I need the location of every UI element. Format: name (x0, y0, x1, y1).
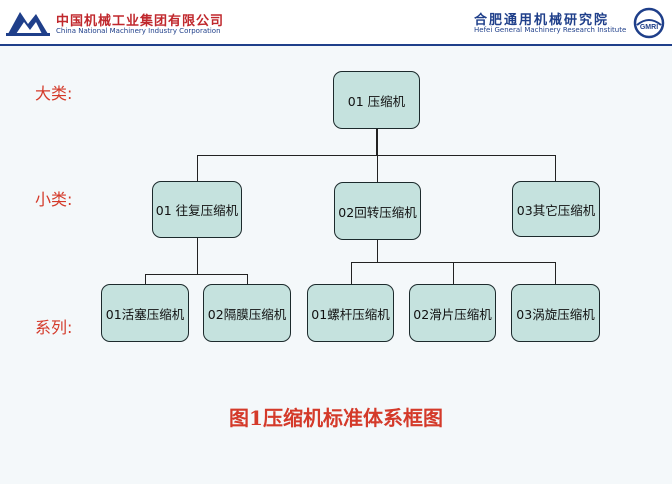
connector-to-series-4 (453, 262, 454, 284)
left-org-name-en: China National Machinery Industry Corpor… (56, 27, 221, 35)
node-minor-rotary: 02回转压缩机 (334, 182, 421, 240)
connector-minor2-down (377, 240, 378, 262)
connector-to-minor-1 (197, 155, 198, 182)
figure-caption: 图1压缩机标准体系框图 (229, 406, 443, 430)
header-bar: 中国机械工业集团有限公司 China National Machinery In… (0, 0, 672, 46)
node-series-sliding-vane: 02滑片压缩机 (409, 284, 496, 342)
connector-level1-bar (197, 155, 556, 156)
header-rule (0, 44, 672, 46)
connector-to-series-2 (247, 274, 248, 284)
right-org-name-en: Hefei General Machinery Research Institu… (474, 26, 627, 34)
connector-to-minor-2 (377, 155, 378, 182)
node-minor-other: 03其它压缩机 (512, 181, 600, 237)
gmri-logo-icon: GMRI (633, 7, 665, 39)
connector-root-down (376, 128, 378, 156)
node-series-screw: 01螺杆压缩机 (307, 284, 394, 342)
label-minor: 小类: (35, 190, 73, 209)
node-series-scroll: 03涡旋压缩机 (511, 284, 600, 342)
right-org-name: 合肥通用机械研究院 (474, 13, 610, 28)
connector-to-series-3 (351, 262, 352, 284)
left-org-name: 中国机械工业集团有限公司 (56, 14, 225, 29)
gmri-logo-text: GMRI (640, 24, 658, 31)
label-major: 大类: (35, 84, 73, 103)
label-series: 系列: (35, 318, 73, 337)
connector-to-minor-3 (555, 155, 556, 181)
node-root: 01 压缩机 (333, 71, 420, 129)
node-series-piston: 01活塞压缩机 (101, 284, 189, 342)
node-series-diaphragm: 02隔膜压缩机 (203, 284, 291, 342)
connector-to-series-1 (145, 274, 146, 284)
connector-level2a-bar (145, 274, 248, 275)
node-minor-reciprocating: 01 往复压缩机 (152, 181, 242, 238)
connector-minor1-down (197, 237, 198, 274)
sinomach-logo-icon (6, 12, 50, 36)
connector-to-series-5 (555, 262, 556, 284)
